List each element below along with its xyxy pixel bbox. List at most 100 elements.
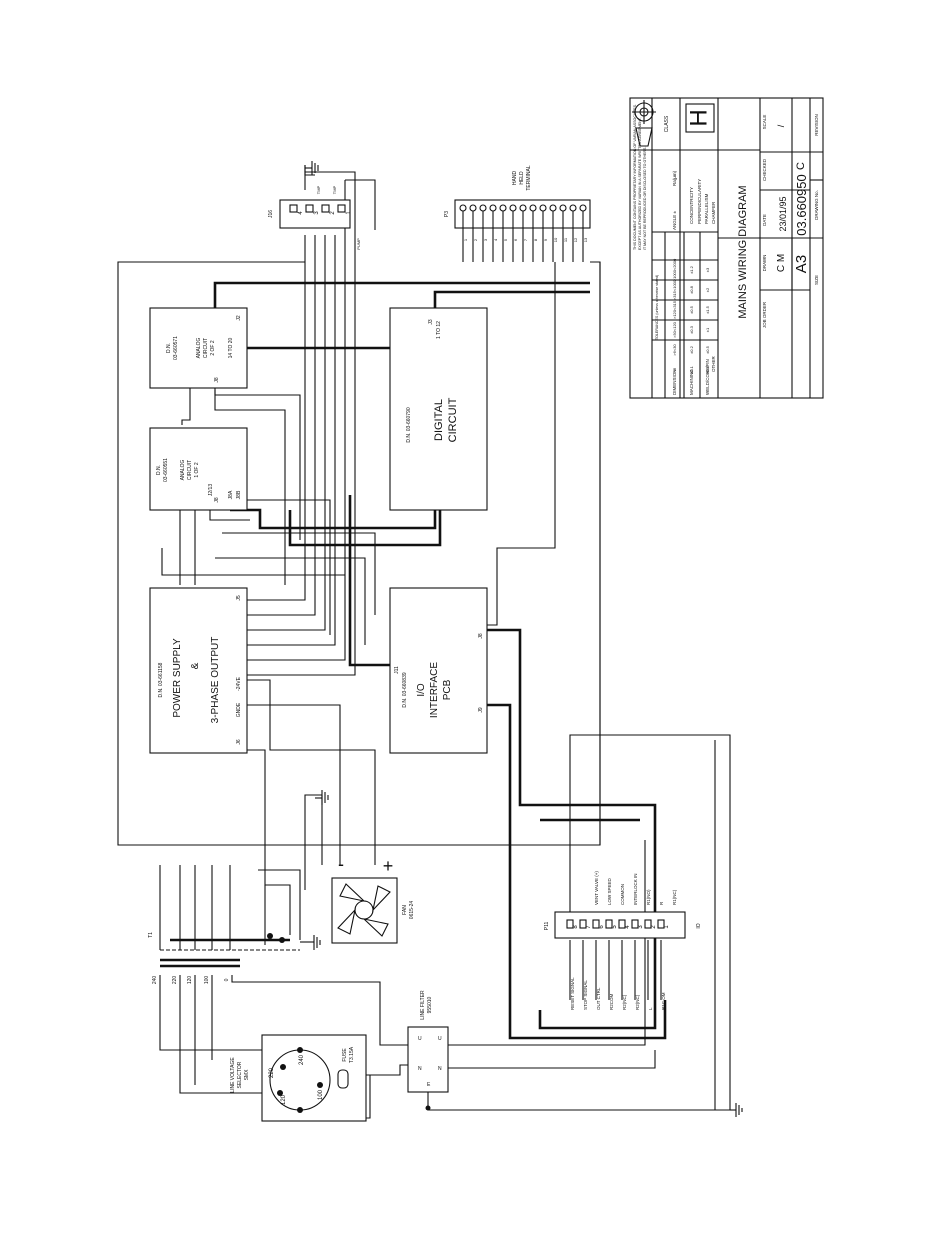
p3-pin-number: 6 [513, 238, 518, 241]
wiring [117, 165, 731, 1119]
j16-pin [337, 204, 346, 213]
j16-pin [321, 204, 330, 213]
svg-text:N: N [438, 1066, 442, 1072]
digital-dn: D.N. 03-660790 [406, 407, 412, 443]
svg-text:U: U [438, 1036, 442, 1042]
date-label: DATE [762, 214, 767, 226]
analog-circuit-1-block: D.N. 03-660551 ANALOG CIRCUIT 1 OF 2 J2/… [149, 427, 248, 511]
io-j11: J11 [394, 666, 400, 674]
p11-pin [657, 919, 665, 929]
j16-pin-number: 4 [298, 211, 304, 215]
fan-icon [331, 877, 398, 944]
tol-dimension: >30<120 [672, 321, 677, 338]
p3-label: P3 [444, 211, 450, 217]
power-dn: D.N. 03-661158 [158, 662, 164, 697]
svg-text:D.N.: D.N. [156, 465, 162, 475]
p11-pin-number: 5 [612, 925, 618, 929]
digital-range: 1 TO 12 [436, 321, 442, 339]
size-value: A3 [793, 255, 810, 273]
p3-caption-3: TERMINAL [526, 165, 532, 191]
p11-signal-top: VENT VALVE (+) [594, 871, 599, 905]
p3-pin-number: 12 [573, 237, 578, 242]
p11-pin [644, 919, 652, 929]
size-label: SIZE [814, 275, 819, 285]
tol-machining: ±0.1 [689, 365, 694, 374]
analog1-name: ANALOG [180, 459, 186, 480]
svg-text:1 OF 2: 1 OF 2 [194, 462, 200, 478]
drawing-number-value: 03.660950 [794, 174, 809, 235]
p11-pin [592, 919, 600, 929]
svg-text:03-660571: 03-660571 [173, 336, 179, 360]
io-j8: J8 [478, 633, 484, 639]
svg-text:03-660551: 03-660551 [163, 458, 169, 482]
perpendicularity-label: PERPENDICULARITY [697, 179, 702, 224]
analog1-j: J2/13 [208, 484, 214, 496]
p3-pin-number: 10 [553, 237, 558, 242]
p11-pin-number: 1 [664, 925, 670, 929]
ground-icon [300, 935, 321, 950]
svg-text:E: E [427, 1082, 431, 1088]
class-value: H [685, 109, 712, 126]
tol-dimension: >1000<2000 [672, 258, 677, 281]
analog2-j8: J8 [214, 377, 220, 383]
selector-label-1: LINE VOLTAGE [230, 1057, 236, 1093]
filter-label-2: 955010 [427, 996, 433, 1013]
power-24v: -24VE [236, 676, 242, 691]
p11-signal-top: INTERLOCK IN [633, 873, 638, 905]
drawing-number-label: DRAWING No. [814, 190, 819, 220]
p11-signal-bottom: STOP SIGNAL [583, 980, 588, 1010]
angle-label: ANGLE ± [672, 210, 677, 230]
io-name-3: PCB [442, 679, 453, 700]
p11-io-label: IO [696, 923, 702, 928]
digital-j3: J3 [428, 319, 434, 325]
p11-pin [605, 919, 613, 929]
p11-pin [566, 919, 574, 929]
p3-pin-number: 2 [473, 238, 478, 241]
proprietary-note-1: THIS DOCUMENT CONTAINS PROPRIETARY INFOR… [633, 104, 637, 250]
selector-pin-240: 240 [299, 1054, 305, 1065]
p11-signal-top: R1(NO) [646, 889, 651, 905]
title-block: H CLASS MAINS WIRING DIAGRAM JOB ORDER D… [629, 97, 824, 399]
p11-signal-bottom: R2(NC) [622, 994, 627, 1010]
p11-pin-number: 6 [599, 925, 605, 929]
revision-value: C [795, 162, 807, 170]
tol-weld: ±0.5 [705, 345, 710, 354]
concentricity-label: CONCENTRICITY [689, 187, 694, 224]
line-voltage-selector: LINE VOLTAGE SELECTOR SMX 220 240 120 10… [230, 1034, 367, 1122]
p11-signal-top: R [659, 901, 664, 905]
digital-name-1: DIGITAL [433, 399, 445, 441]
job-order-label: JOB ORDER [762, 301, 767, 328]
analog2-dn: D.N. [166, 343, 172, 353]
analog1-j8: J8 [214, 497, 220, 503]
p11-pin-number: 3 [638, 925, 644, 929]
proprietary-note-2: EXCEPT AS AUTHORIZED BY VARIAN IN A SEPA… [638, 117, 642, 250]
selector-pin-100: 100 [318, 1089, 324, 1100]
date-value: 23/01/95 [778, 196, 788, 231]
analog-circuit-2-block: D.N. 03-660571 ANALOG CIRCUIT 2 OF 2 14 … [149, 307, 248, 389]
drawn-label: DRAWN [762, 255, 767, 272]
selector-pin-120: 120 [281, 1094, 287, 1105]
tol-dimension: >315<1000 [672, 279, 677, 300]
drawn-value: C M [776, 254, 787, 272]
p3-pin-number: 7 [523, 238, 528, 241]
fan-plus: + [383, 856, 394, 876]
ground-icon [315, 790, 329, 805]
p3-caption-1: HAND [512, 171, 518, 186]
svg-text:CIRCUIT: CIRCUIT [203, 338, 209, 358]
analog1-j8b: J8B [236, 490, 242, 499]
p11-signal-top: LOW SPEED [607, 877, 612, 905]
filter-label-1: LINE FILTER [420, 990, 426, 1020]
other-label: OTHER [711, 355, 716, 372]
analog2-j2: J2 [236, 315, 242, 321]
selector-pin-220: 220 [269, 1067, 275, 1078]
svg-text:CIRCUIT: CIRCUIT [187, 460, 193, 480]
chamfer-label: CHAMFER [711, 201, 716, 224]
p11-signal-bottom: R2(NC) [635, 994, 640, 1010]
tol-weld: ±0.5 [705, 365, 710, 374]
svg-text:2 OF 2: 2 OF 2 [210, 340, 216, 356]
svg-text:N: N [418, 1066, 422, 1072]
scale-value: / [776, 124, 786, 127]
